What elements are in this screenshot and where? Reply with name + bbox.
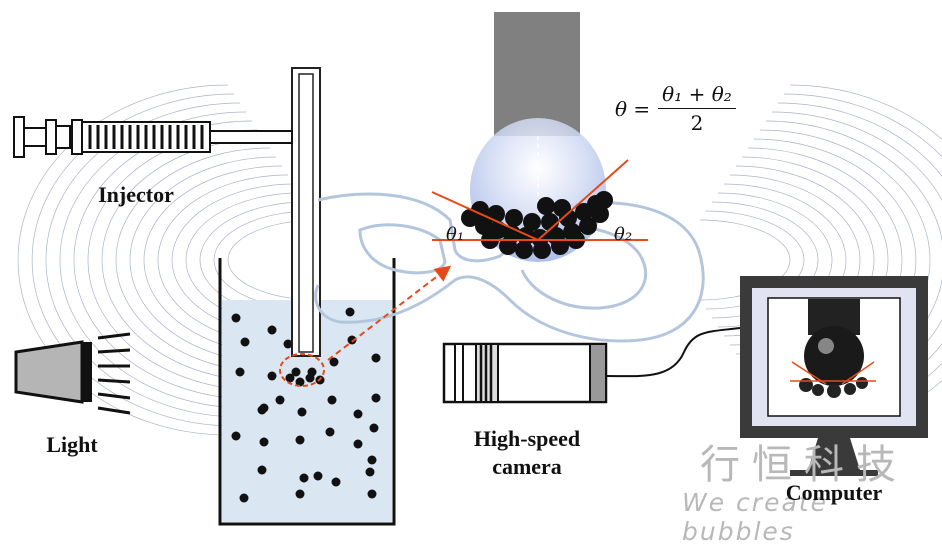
cluster-bubble	[579, 217, 597, 235]
monitor-screen-image	[790, 299, 876, 398]
bubble	[371, 393, 381, 403]
light-source-icon	[14, 332, 131, 415]
formula-fraction: θ₁ + θ₂ 2	[658, 82, 736, 135]
theta2-label: θ₂	[614, 224, 633, 245]
needle-tube	[291, 67, 321, 357]
beaker-bubbles	[231, 307, 381, 503]
field-line-left	[31, 93, 235, 427]
cluster-bubble	[471, 201, 489, 219]
cluster-bubble	[537, 197, 555, 215]
bubble	[295, 489, 305, 499]
bubble	[365, 467, 375, 477]
bubble	[369, 423, 379, 433]
formula-lhs: θ =	[615, 96, 651, 121]
bubble	[299, 473, 309, 483]
bubble	[353, 409, 363, 419]
bubble	[313, 471, 323, 481]
cluster-bubble	[523, 213, 541, 231]
bubble	[291, 367, 301, 377]
light-rays	[97, 332, 131, 415]
bubble	[329, 357, 339, 367]
cluster-bubble	[551, 237, 569, 255]
bubble	[331, 477, 341, 487]
camera-label-line2: camera	[492, 454, 562, 479]
field-line-left	[129, 156, 277, 364]
cluster-bubble	[553, 199, 571, 217]
bubble	[231, 313, 241, 323]
bubble	[231, 431, 241, 441]
camera-cable	[605, 327, 741, 378]
computer-label: Computer	[785, 480, 883, 505]
bubble	[235, 367, 245, 377]
bubble	[325, 427, 335, 437]
watermark-english: We create bubbles	[682, 488, 828, 546]
field-line-left	[17, 84, 229, 436]
bubble	[239, 493, 249, 503]
bubble	[275, 395, 285, 405]
bubble	[297, 407, 307, 417]
watermark-chinese: 行恒科技	[700, 442, 908, 488]
bubble	[353, 439, 363, 449]
cluster-bubble	[587, 195, 605, 213]
bubble	[257, 405, 267, 415]
beaker-walls	[218, 258, 396, 526]
bubble-highlight	[279, 353, 325, 387]
bubble	[367, 455, 377, 465]
injector-label: Injector	[98, 182, 174, 207]
bubble	[347, 335, 357, 345]
bubble	[267, 325, 277, 335]
bubble	[257, 465, 267, 475]
bubble	[295, 377, 305, 387]
field-line-left	[227, 219, 319, 301]
field-line-left	[115, 147, 271, 373]
bubble	[371, 353, 381, 363]
formula-denominator: 2	[690, 111, 704, 135]
contact-angle-formula: θ = θ₁ + θ₂ 2	[615, 82, 736, 135]
bubble	[259, 437, 269, 447]
bubble	[240, 337, 250, 347]
contact-angle-lines	[431, 159, 648, 241]
bubble	[327, 395, 337, 405]
cluster-bubble	[475, 217, 493, 235]
camera-label-line1: High-speed	[473, 426, 581, 451]
cluster-bubble	[505, 209, 523, 227]
camera-body	[494, 12, 580, 136]
bubble	[283, 339, 293, 349]
bubble	[295, 435, 305, 445]
bubble	[267, 371, 277, 381]
formula-numerator: θ₁ + θ₂	[658, 82, 736, 109]
theta1-label: θ₁	[446, 224, 465, 245]
cluster-bubble	[533, 241, 551, 259]
bubble	[307, 367, 317, 377]
bubble	[345, 307, 355, 317]
cluster-bubble	[499, 237, 517, 255]
cluster-bubble	[515, 241, 533, 259]
bubble	[285, 373, 295, 383]
light-label: Light	[46, 432, 98, 457]
bubble	[367, 489, 377, 499]
magnify-arrow	[327, 265, 452, 361]
syringe-ticks	[88, 125, 204, 149]
camera-lens-icon	[442, 342, 608, 404]
